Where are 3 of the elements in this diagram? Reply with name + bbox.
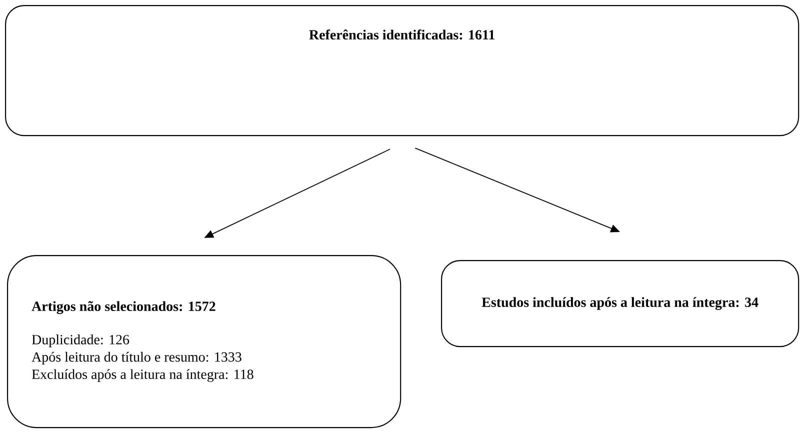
flow-box: Referências identificadas: 1611 xyxy=(5,5,800,136)
flow-box: Artigos não selecionados: 1572 Duplicidade: 126 Após leitura do título e resumo: 1333 Excluídos após a leitura na íntegra: 118 xyxy=(7,255,402,428)
flow-box: Estudos incluídos após a leitura na íntegra: 34 xyxy=(441,260,800,348)
